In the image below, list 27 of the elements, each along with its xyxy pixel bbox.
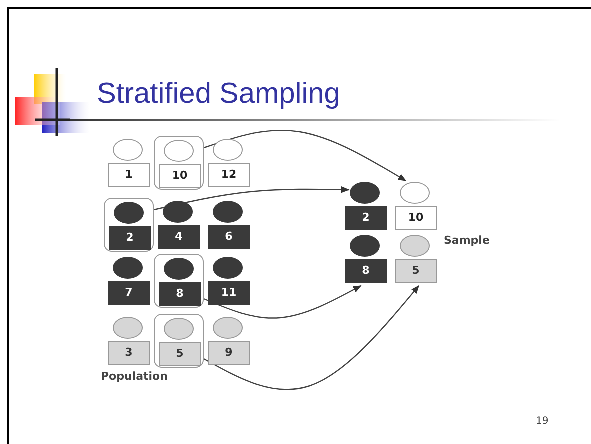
number-label: 1 bbox=[108, 163, 150, 187]
number-label: 5 bbox=[395, 259, 437, 283]
number-label: 7 bbox=[108, 281, 150, 305]
arrow bbox=[204, 285, 420, 390]
number-label: 6 bbox=[208, 225, 250, 249]
number-label: 9 bbox=[208, 341, 250, 365]
sample-label: Sample bbox=[444, 234, 490, 247]
number-label: 10 bbox=[395, 206, 437, 230]
number-label: 2 bbox=[345, 206, 387, 230]
number-label: 12 bbox=[208, 163, 250, 187]
selected-person-frame bbox=[154, 136, 204, 190]
selected-person-frame bbox=[154, 314, 204, 368]
page-number: 19 bbox=[536, 416, 549, 427]
number-label: 3 bbox=[108, 341, 150, 365]
slide-title: Stratified Sampling bbox=[97, 78, 340, 111]
selected-person-frame bbox=[154, 254, 204, 308]
arrow bbox=[204, 130, 407, 182]
selected-person-frame bbox=[104, 198, 154, 252]
arrow bbox=[204, 285, 362, 319]
number-label: 4 bbox=[158, 225, 200, 249]
number-label: 11 bbox=[208, 281, 250, 305]
number-label: 8 bbox=[159, 282, 201, 306]
number-label: 2 bbox=[109, 226, 151, 250]
number-label: 8 bbox=[345, 259, 387, 283]
number-label: 10 bbox=[159, 164, 201, 188]
population-label: Population bbox=[101, 370, 168, 383]
number-label: 5 bbox=[159, 342, 201, 366]
